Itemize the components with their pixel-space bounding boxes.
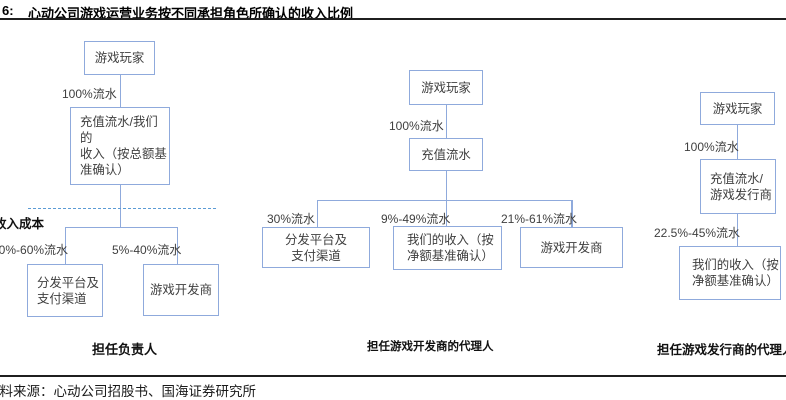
node-distribution-platform: 分发平台及 支付渠道 [27, 264, 103, 317]
connector-line [176, 226, 178, 264]
node-label: 游戏玩家 [94, 51, 145, 65]
node-label: 游戏开发商 [150, 283, 212, 297]
edge-flow-label: 100%流水 [62, 87, 117, 101]
figure-number: 6: [2, 3, 14, 18]
node-label: 我们的收入（按 [692, 258, 779, 272]
title-underline [0, 18, 786, 20]
edge-flow-label: 100%流水 [684, 140, 739, 154]
branch-line [316, 199, 572, 201]
node-gross-revenue: 充值流水/我们的 收入（按总额基 准确认） [70, 107, 170, 185]
footer-rule [0, 375, 786, 377]
node-label: 游戏发行商 [710, 187, 772, 202]
edge-our-share-label: 22.5%-45%流水 [654, 226, 741, 240]
edge-flow-label: 100%流水 [389, 119, 444, 133]
revenue-cost-divider [28, 208, 216, 209]
node-label: 净额基准确认） [692, 274, 779, 288]
node-game-player: 游戏玩家 [84, 41, 155, 75]
node-label: 游戏玩家 [421, 80, 471, 95]
source-note: 资料来源：心动公司招股书、国海证券研究所 [0, 384, 256, 400]
chart-caption: 担任游戏发行商的代理人 [657, 343, 786, 357]
branch-line [64, 226, 178, 228]
connector-line [445, 105, 447, 138]
connector-line [119, 75, 121, 107]
connector-line [736, 125, 738, 159]
node-label: 充值流水 [421, 147, 471, 162]
chart-caption: 担任负责人 [92, 342, 158, 357]
node-label: 游戏玩家 [712, 101, 763, 116]
edge-developer-share-label: 21%-61%流水 [501, 212, 578, 226]
node-our-revenue: 我们的收入（按 净额基准确认） [679, 246, 781, 300]
node-game-player: 游戏玩家 [409, 70, 483, 105]
edge-platform-share-label: 30%流水 [267, 212, 316, 226]
node-gross-billing: 充值流水 [409, 138, 483, 171]
node-label: 充值流水/ [710, 171, 764, 186]
node-our-revenue: 我们的收入（按 净额基准确认） [393, 226, 502, 270]
connector-line [445, 171, 447, 200]
node-game-player: 游戏玩家 [700, 92, 775, 125]
edge-our-share-label: 9%-49%流水 [381, 212, 451, 226]
connector-line [64, 226, 66, 264]
chart-caption: 担任游戏开发商的代理人 [367, 341, 494, 353]
edge-developer-share-label: 5%-40%流水 [112, 243, 182, 257]
node-label: 净额基准确认） [407, 249, 494, 263]
node-label: 分发平台及 [37, 275, 99, 290]
node-game-developer: 游戏开发商 [143, 264, 219, 316]
node-label: 游戏开发商 [540, 240, 603, 255]
connector-line [736, 214, 738, 246]
divider-label: 收入成本 [0, 217, 45, 231]
node-label: 准确认） [80, 163, 130, 177]
connector-line [119, 185, 121, 227]
node-label: 充值流水/我们的 [80, 115, 158, 145]
node-distribution-platform: 分发平台及 支付渠道 [262, 227, 370, 268]
connector-line [445, 199, 447, 227]
connector-line [571, 199, 573, 228]
node-label: 分发平台及 [285, 232, 347, 247]
edge-platform-share-label: 50%-60%流水 [0, 243, 69, 257]
node-label: 支付渠道 [37, 291, 87, 306]
node-label: 我们的收入（按 [407, 233, 494, 247]
node-label: 支付渠道 [291, 248, 341, 263]
connector-line [316, 199, 318, 228]
node-game-developer: 游戏开发商 [520, 227, 623, 268]
node-gross-publisher: 充值流水/ 游戏发行商 [700, 159, 776, 214]
node-label: 收入（按总额基 [80, 147, 167, 161]
